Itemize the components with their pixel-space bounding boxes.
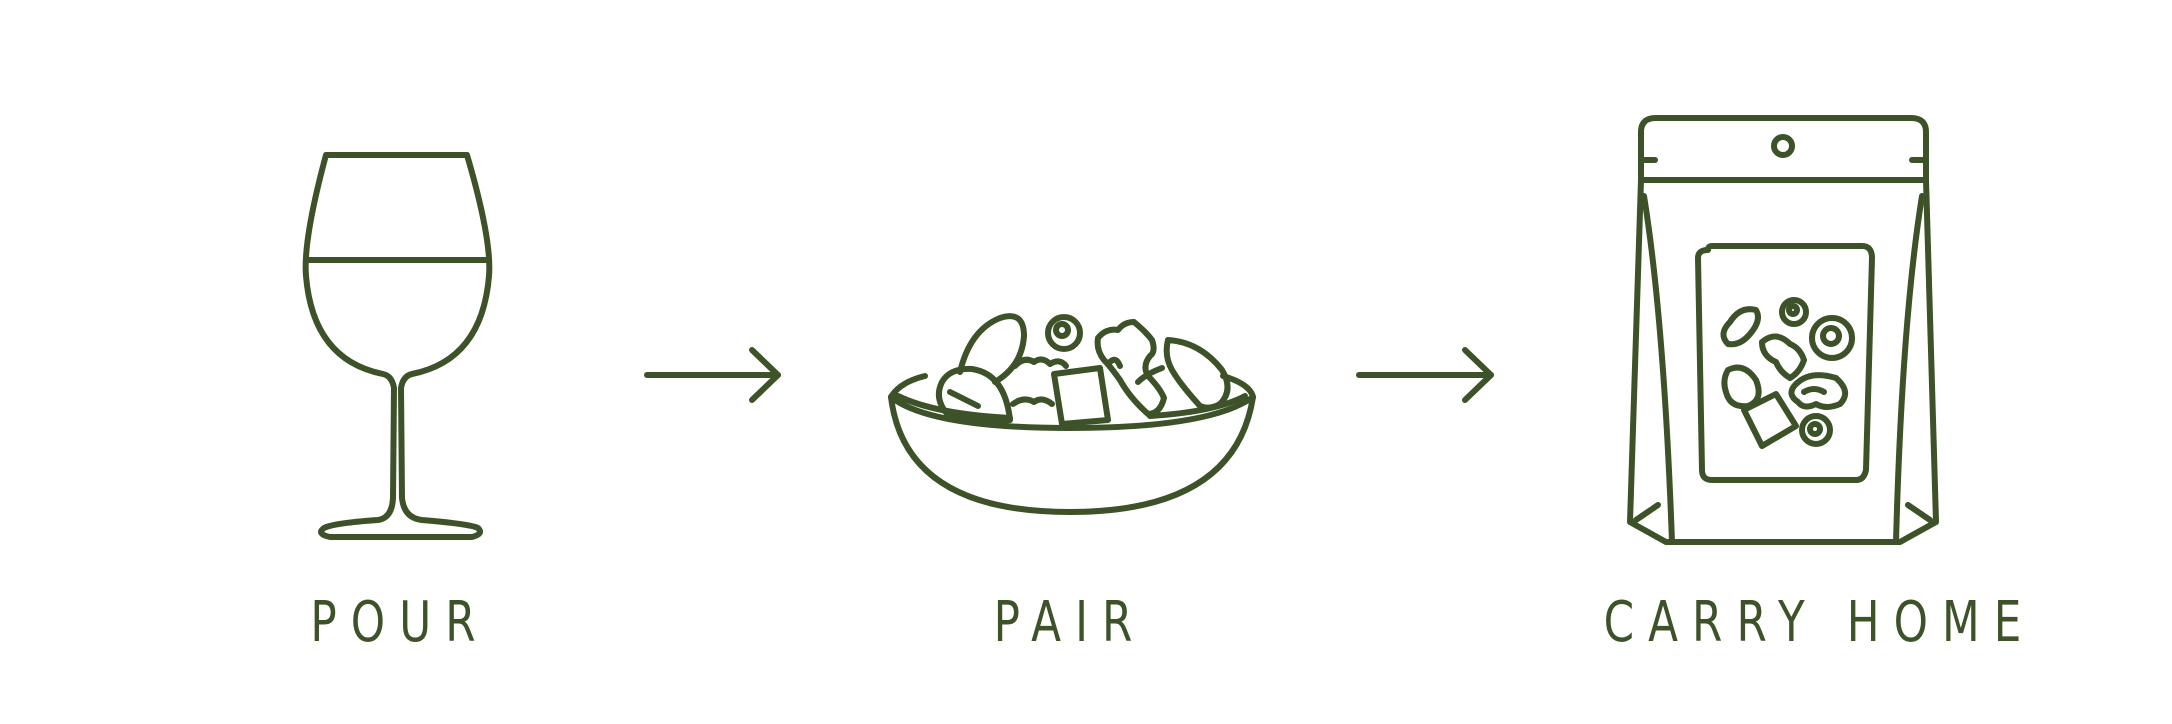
arrow-right-icon: [1356, 347, 1494, 403]
snack-bowl-icon: [888, 313, 1256, 515]
step-label-pour: POUR: [310, 590, 490, 655]
arrow-right-icon: [644, 347, 781, 403]
step-label-pair: PAIR: [993, 590, 1147, 655]
wine-glass-icon: [302, 152, 493, 540]
stand-up-pouch-icon: [1627, 115, 1939, 545]
step-label-carry-home: CARRY HOME: [1603, 590, 2036, 655]
